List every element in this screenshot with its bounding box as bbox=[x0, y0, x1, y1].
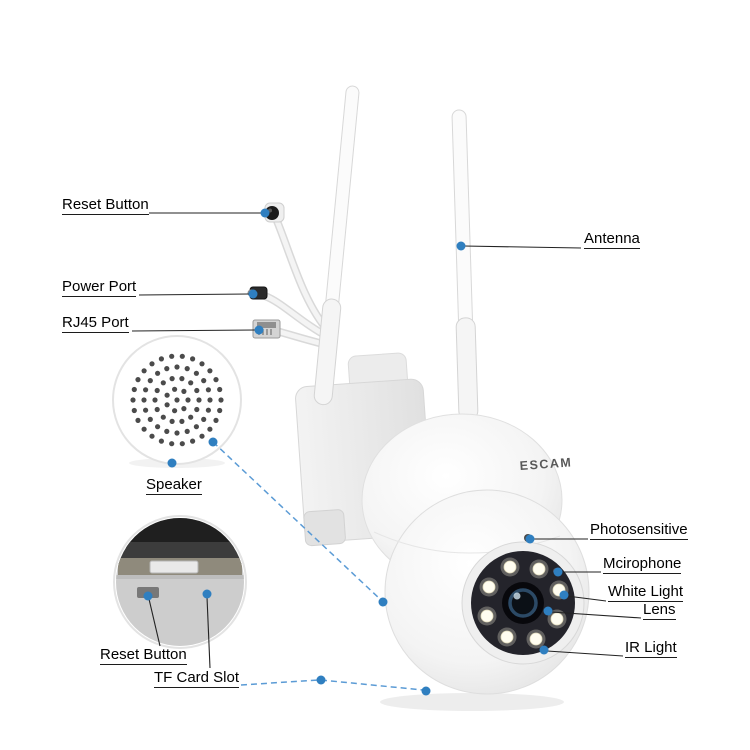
label-antenna: Antenna bbox=[584, 230, 640, 249]
label-tf-card-slot: TF Card Slot bbox=[154, 669, 240, 688]
label-rj45-port: RJ45 Port bbox=[62, 314, 129, 333]
camera-illustration: ESCAM bbox=[247, 85, 590, 711]
dot-antenna bbox=[456, 241, 466, 251]
antenna-right bbox=[451, 109, 479, 421]
dot-reset-top bbox=[260, 208, 270, 218]
speaker-detail bbox=[112, 335, 242, 468]
dot-tf-slot bbox=[202, 589, 212, 599]
leader-lines bbox=[131, 208, 642, 696]
speaker-grille bbox=[130, 353, 224, 447]
camera-shadow bbox=[380, 693, 564, 711]
dot-photosensitive bbox=[525, 534, 535, 544]
brand-logo: ESCAM bbox=[519, 455, 573, 473]
dot-reset-bottom bbox=[143, 591, 153, 601]
label-reset-button-bottom: Reset Button bbox=[100, 646, 187, 665]
dot-tf-mid bbox=[316, 675, 326, 685]
dot-speaker-circle bbox=[208, 437, 218, 447]
tf-card-detail bbox=[113, 515, 247, 649]
reset-button-connector bbox=[264, 202, 285, 223]
antenna-left bbox=[313, 85, 360, 406]
lens-highlight bbox=[513, 592, 521, 600]
dot-tf-target bbox=[421, 686, 431, 696]
dot-power bbox=[248, 289, 258, 299]
label-speaker: Speaker bbox=[146, 476, 202, 495]
label-photosensitive: Photosensitive bbox=[590, 521, 688, 540]
dot-white-light bbox=[559, 590, 569, 600]
dot-microphone bbox=[553, 567, 563, 577]
dot-rj45 bbox=[254, 325, 264, 335]
label-white-light: White Light bbox=[608, 583, 684, 602]
label-power-port: Power Port bbox=[62, 278, 137, 297]
dot-lens bbox=[543, 606, 553, 616]
label-lens: Lens bbox=[643, 601, 676, 620]
label-reset-button-top: Reset Button bbox=[62, 196, 149, 215]
dot-ir-light bbox=[539, 645, 549, 655]
led-ring bbox=[477, 557, 569, 649]
lens-glass bbox=[508, 588, 538, 618]
label-ir-light: IR Light bbox=[625, 639, 677, 658]
dot-speaker-label bbox=[167, 458, 177, 468]
tf-card bbox=[149, 560, 199, 574]
label-microphone: Mcirophone bbox=[603, 555, 682, 574]
dot-speaker-target bbox=[378, 597, 388, 607]
